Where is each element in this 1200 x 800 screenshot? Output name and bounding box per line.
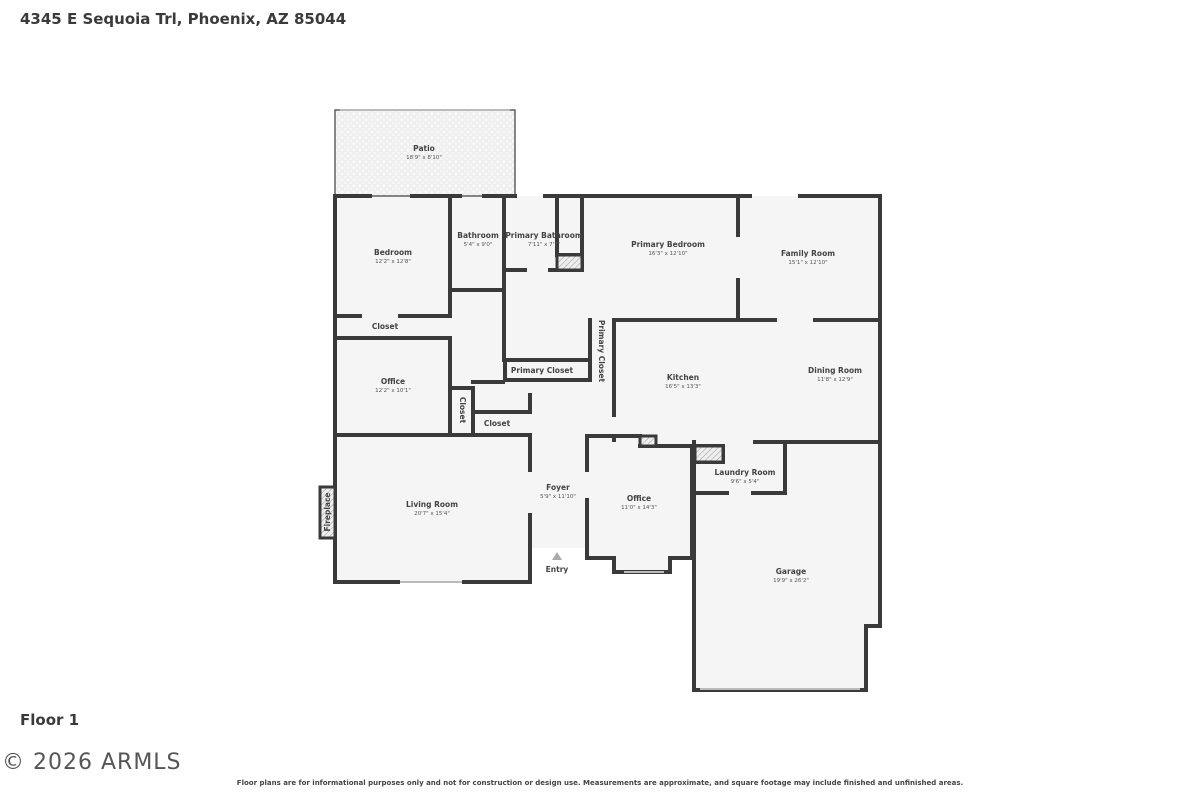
copyright-text: 2026 ARMLS	[33, 750, 182, 775]
patio-floor	[335, 110, 515, 196]
copyright-watermark: © 2026 ARMLS	[2, 750, 182, 775]
room-name: Closet	[484, 419, 511, 428]
room-dims: 12'2" x 12'8"	[375, 259, 411, 265]
room-name: Bedroom	[374, 248, 412, 257]
room-dims: 9'6" x 5'4"	[731, 479, 760, 485]
room-dims: 11'0" x 14'3"	[621, 505, 657, 511]
room-name: Office	[381, 377, 405, 386]
entry-label: Entry	[546, 565, 569, 574]
room-dims: 19'9" x 26'2"	[773, 578, 809, 584]
room-dims: 15'1" x 12'10"	[788, 260, 827, 266]
room-name: Closet	[372, 322, 399, 331]
disclaimer: Floor plans are for informational purpos…	[236, 779, 964, 787]
room-name: Laundry Room	[715, 468, 776, 477]
room-dims: 20'7" x 15'4"	[414, 511, 450, 517]
room-name: Patio	[413, 144, 435, 153]
room-name: Dining Room	[808, 366, 862, 375]
room-name: Living Room	[406, 500, 458, 509]
room-dims: 16'3" x 12'10"	[648, 251, 687, 257]
room-name: Garage	[776, 567, 806, 576]
floor-label: Floor 1	[20, 711, 80, 729]
room-name: Family Room	[781, 249, 835, 258]
room-name: Foyer	[546, 483, 570, 492]
fireplace	[318, 485, 337, 540]
room-dims: 11'8" x 12'9"	[817, 377, 853, 383]
room-dims: 5'4" x 9'0"	[464, 242, 493, 248]
room-dims: 5'9" x 11'10"	[540, 494, 576, 500]
room-dims: 7'11" x 7'7"	[528, 242, 560, 248]
walls	[318, 109, 882, 692]
room-name: Primary Closet	[511, 366, 574, 375]
room-name: Closet	[458, 397, 467, 424]
room-dims: 18'9" x 8'10"	[406, 155, 442, 161]
room-dims: 16'5" x 13'3"	[665, 384, 701, 390]
room-name: Primary Bathroom	[505, 231, 583, 240]
room-labels: Patio 18'9" x 8'10" Bedroom 12'2" x 12'8…	[323, 144, 862, 584]
property-address: 4345 E Sequoia Trl, Phoenix, AZ 85044	[20, 10, 347, 28]
room-name: Bathroom	[457, 231, 499, 240]
room-name: Primary Closet	[597, 320, 606, 383]
room-name: Office	[627, 494, 651, 503]
entry-arrow-icon	[552, 552, 562, 560]
room-name: Kitchen	[667, 373, 699, 382]
room-name: Fireplace	[323, 492, 332, 531]
room-name: Primary Bedroom	[631, 240, 705, 249]
room-dims: 12'2" x 10'1"	[375, 388, 411, 394]
